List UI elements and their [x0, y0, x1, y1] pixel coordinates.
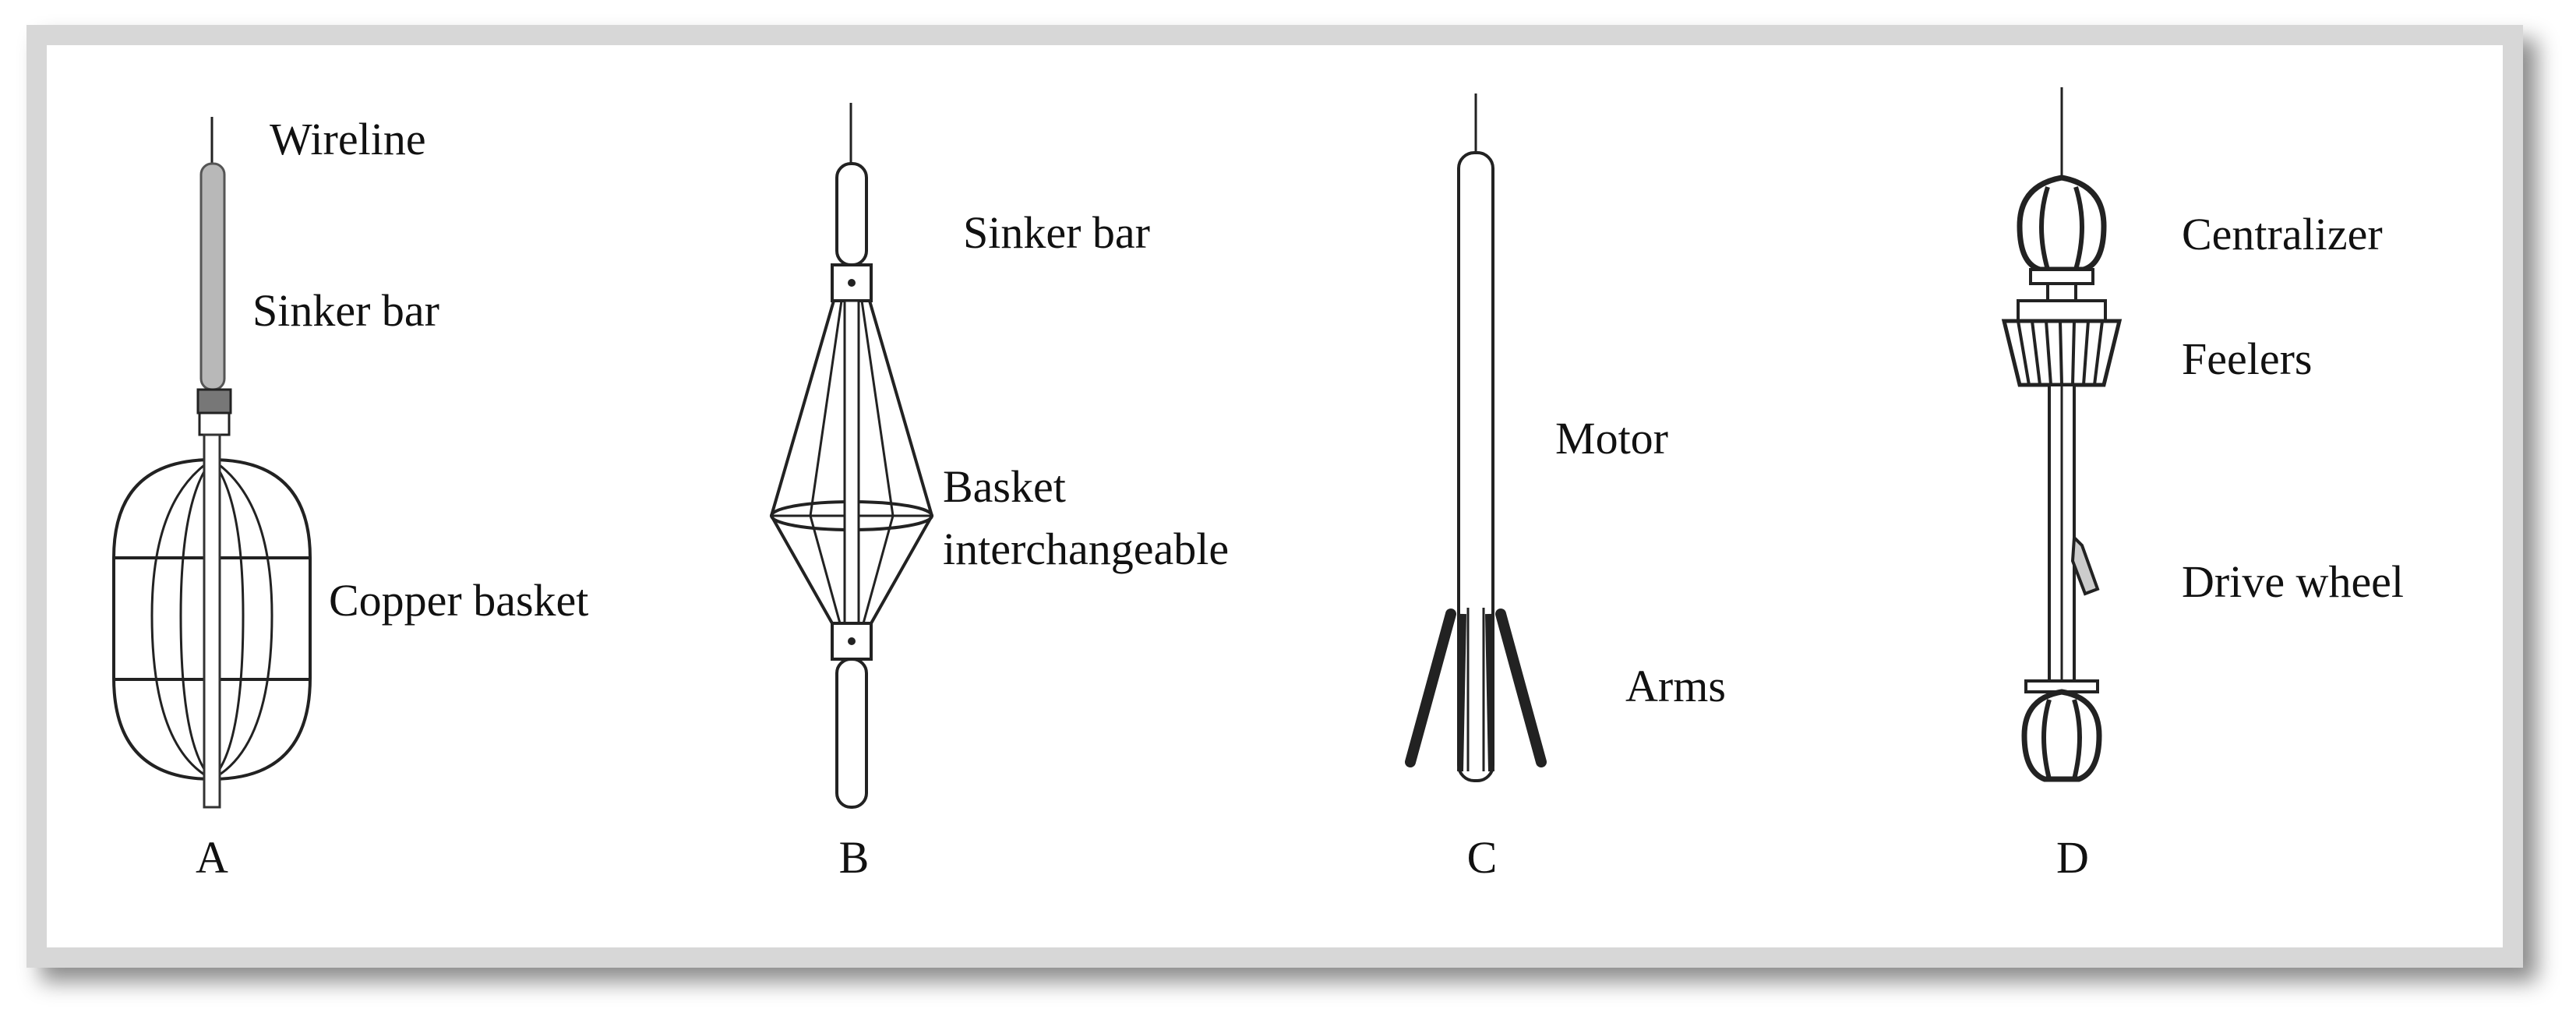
tool-c-drawing — [1405, 93, 1547, 782]
label-copper-basket: Copper basket — [329, 575, 588, 626]
label-motor: Motor — [1555, 413, 1668, 464]
caption-d: D — [2056, 832, 2089, 883]
tool-a-drawing — [112, 117, 312, 809]
label-feelers: Feelers — [2182, 333, 2313, 384]
label-sinker-bar-b: Sinker bar — [963, 207, 1150, 258]
label-wireline: Wireline — [270, 114, 426, 164]
caption-c: C — [1467, 832, 1498, 883]
tool-b-drawing — [769, 103, 934, 809]
figure-frame — [26, 25, 2523, 968]
tool-d-drawing — [2001, 87, 2123, 782]
label-centralizer: Centralizer — [2182, 209, 2383, 259]
caption-a: A — [196, 832, 228, 883]
label-sinker-bar-a: Sinker bar — [252, 285, 439, 336]
label-basket: Basket — [943, 461, 1066, 512]
caption-b: B — [839, 832, 870, 883]
label-interchangeable: interchangeable — [943, 524, 1229, 574]
label-drive-wheel: Drive wheel — [2182, 556, 2404, 607]
label-arms: Arms — [1625, 661, 1726, 711]
